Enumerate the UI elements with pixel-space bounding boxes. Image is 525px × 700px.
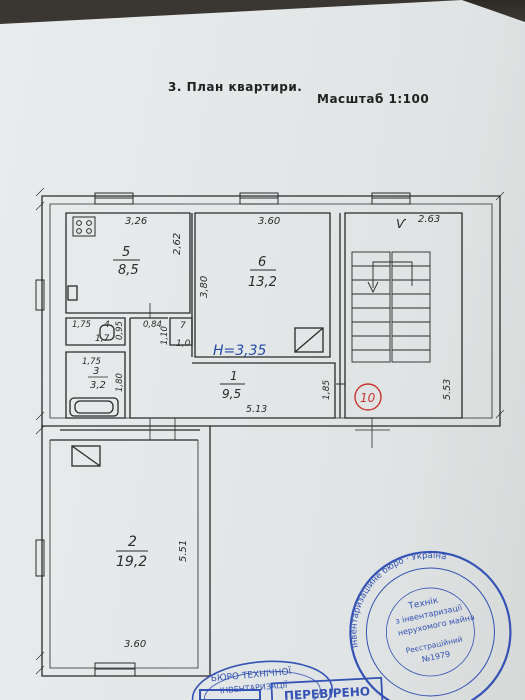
room-7-number: 7 (180, 321, 186, 331)
toilet-icon (99, 324, 115, 341)
verified-stamp-text: ПЕРЕВІРЕНО (284, 684, 371, 700)
room-2-area: 19,2 (116, 554, 147, 570)
room-4-area: 1,7 (95, 334, 110, 344)
stove-icon (72, 216, 96, 237)
room-5-width: 3,26 (125, 216, 147, 227)
room-4-width: 1,75 (72, 320, 91, 330)
window (35, 279, 45, 311)
room-5-number: 5 (122, 245, 130, 260)
outer-wall-inner (49, 203, 493, 419)
page-title: 3. План квартири. (168, 80, 303, 94)
stair-flight (351, 251, 431, 363)
room-2-number: 2 (128, 534, 137, 550)
stair-width: 2.63 (418, 214, 440, 225)
window (35, 539, 45, 577)
room-6-number: 6 (258, 255, 266, 270)
room-1-number: 1 (230, 369, 238, 383)
round-stamp: Інвентаризаційне бюро · Україна Технік з… (334, 546, 512, 700)
room-5-area: 8,5 (118, 263, 139, 278)
cabinet-icon (71, 445, 101, 467)
room-7-depth: 1,10 (160, 326, 170, 345)
cabinet-icon (294, 327, 324, 353)
room-2-depth: 5.51 (178, 540, 189, 562)
room-4-depth: 0,95 (115, 321, 125, 340)
stair-label: Ѵ (396, 217, 407, 231)
outer-wall (41, 195, 501, 427)
lower-wing-wall-inner (49, 440, 199, 669)
room-6-area: 13,2 (248, 275, 277, 290)
room-7-width: 0,84 (143, 320, 162, 330)
room-5-wall (65, 212, 191, 314)
room-3-width: 1,75 (82, 357, 101, 367)
apartment-number-circle (354, 383, 382, 411)
room-7-area: 1,0 (176, 339, 191, 349)
room-4-number: 4 (104, 320, 110, 330)
room-1-depth: 1,85 (322, 380, 332, 400)
stamp-reg-number: №1979 (421, 649, 451, 664)
room-3-number: 3 (93, 366, 99, 377)
room-1-width: 5.13 (246, 404, 267, 415)
scale-label: Масштаб 1:100 (317, 92, 430, 106)
room-7-wall (169, 317, 193, 346)
apartment-number: 10 (360, 391, 376, 405)
ceiling-height: Н=3,35 (213, 343, 267, 359)
room-5-depth: 2,62 (172, 233, 183, 255)
stair-wall (344, 212, 463, 419)
room-3-depth: 1,80 (115, 373, 125, 392)
room-3-wall (65, 351, 126, 419)
room-2-width: 3.60 (124, 639, 146, 650)
verified-stamp: ПЕРЕВІРЕНО (270, 676, 384, 700)
room-6-width: 3.60 (258, 216, 280, 227)
stair-depth: 5.53 (442, 379, 453, 400)
room-1-area: 9,5 (222, 387, 241, 401)
sink-icon (67, 285, 78, 301)
room-6-depth: 3,80 (199, 276, 210, 298)
room-3-area: 3,2 (90, 380, 106, 391)
room-1-wall (129, 318, 336, 419)
bathtub-icon (69, 397, 119, 417)
room-6-wall (194, 212, 331, 358)
room-4-wall (65, 317, 126, 346)
